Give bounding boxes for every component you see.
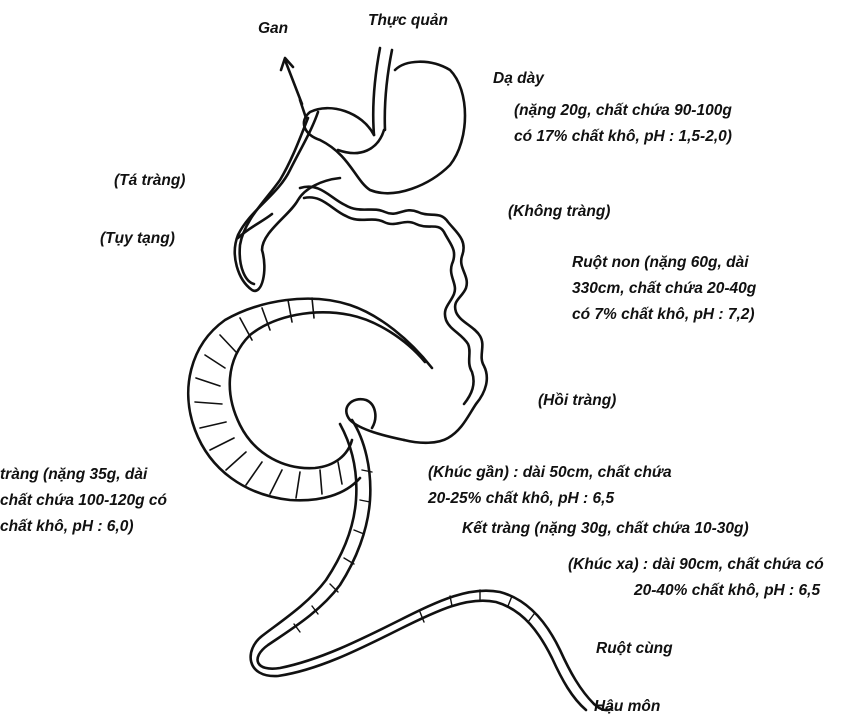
label-khuc-xa: (Khúc xa) : dài 90cm, chất chứa có 20-40… <box>568 556 824 600</box>
label-ruot-cung: Ruột cùng <box>596 640 673 658</box>
label-hau-mon: Hậu môn <box>594 698 660 716</box>
esophagus <box>373 48 380 135</box>
label-thuc-quan: Thực quản <box>368 12 448 30</box>
label-manh-trang-line3: chất khô, pH : 6,0) <box>0 518 167 536</box>
label-da-day-line2: có 17% chất khô, pH : 1,5-2,0) <box>514 128 732 146</box>
label-manh-trang: tràng (nặng 35g, dài chất chứa 100-120g … <box>0 466 167 536</box>
cecum-inner <box>230 312 425 468</box>
cecum-outer <box>188 299 432 501</box>
label-ket-trang: Kết tràng (nặng 30g, chất chứa 10-30g) <box>462 520 749 538</box>
label-ruot-non-line2: 330cm, chất chứa 20-40g <box>572 280 756 298</box>
label-khuc-gan-line1: (Khúc gần) : dài 50cm, chất chứa <box>428 464 672 482</box>
label-ruot-non-line1: Ruột non (nặng 60g, dài <box>572 254 756 272</box>
label-khuc-xa-line2: 20-40% chất khô, pH : 6,5 <box>634 582 824 600</box>
label-da-day-details: (nặng 20g, chất chứa 90-100g có 17% chất… <box>514 102 732 146</box>
label-tuy-tang: (Tụy tạng) <box>100 230 175 248</box>
label-khuc-gan: (Khúc gần) : dài 50cm, chất chứa 20-25% … <box>428 464 672 508</box>
ileum <box>346 399 404 440</box>
label-khong-trang: (Không tràng) <box>508 203 610 221</box>
label-ruot-non: Ruột non (nặng 60g, dài 330cm, chất chứa… <box>572 254 756 324</box>
label-manh-trang-line1: tràng (nặng 35g, dài <box>0 466 167 484</box>
label-khuc-gan-line2: 20-25% chất khô, pH : 6,5 <box>428 490 672 508</box>
esophagus-inner <box>385 50 392 130</box>
label-gan: Gan <box>258 20 288 38</box>
stomach-inner <box>338 130 384 153</box>
label-ta-trang: (Tá tràng) <box>114 172 185 190</box>
label-ruot-non-line3: có 7% chất khô, pH : 7,2) <box>572 306 756 324</box>
label-manh-trang-line2: chất chứa 100-120g có <box>0 492 167 510</box>
colon-outer <box>258 420 594 704</box>
label-da-day-title: Dạ dày <box>493 70 544 88</box>
label-khuc-xa-line1: (Khúc xa) : dài 90cm, chất chứa có <box>568 556 824 574</box>
pylorus <box>300 100 306 118</box>
label-da-day: Dạ dày <box>493 70 544 88</box>
label-hoi-trang: (Hồi tràng) <box>538 392 616 410</box>
jejunum <box>300 187 487 443</box>
label-da-day-line1: (nặng 20g, chất chứa 90-100g <box>514 102 732 120</box>
